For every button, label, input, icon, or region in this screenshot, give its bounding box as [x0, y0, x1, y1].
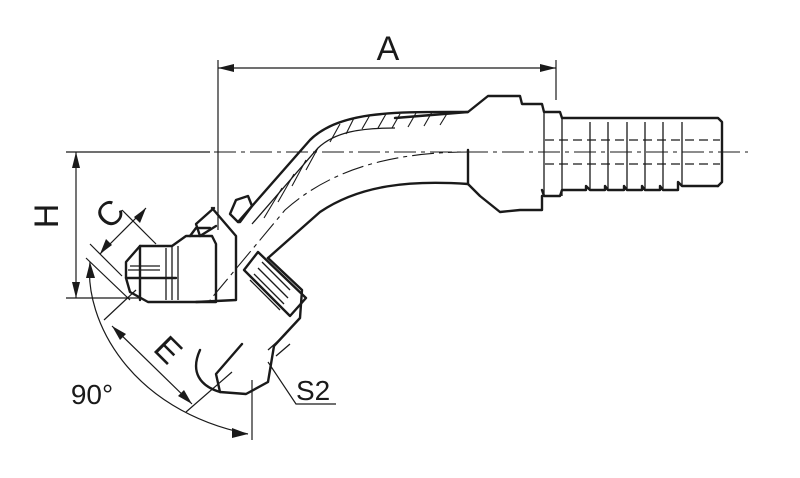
label-A: A	[377, 30, 400, 68]
thread-lines	[249, 261, 291, 311]
dimension-E: E	[103, 289, 233, 413]
leader-S2: S2	[267, 361, 336, 406]
label-C: C	[88, 192, 132, 236]
swivel-nut	[194, 206, 308, 396]
seal-body	[124, 226, 218, 304]
label-angle: 90°	[71, 379, 113, 410]
elbow-body	[194, 110, 470, 260]
hose-tail	[393, 94, 724, 214]
label-S2: S2	[296, 375, 330, 406]
dimension-C: C	[88, 192, 157, 277]
section-hatch	[263, 111, 449, 219]
dimension-angle: 90°	[71, 257, 253, 440]
label-H: H	[28, 204, 66, 229]
dimension-A: A	[217, 30, 557, 230]
